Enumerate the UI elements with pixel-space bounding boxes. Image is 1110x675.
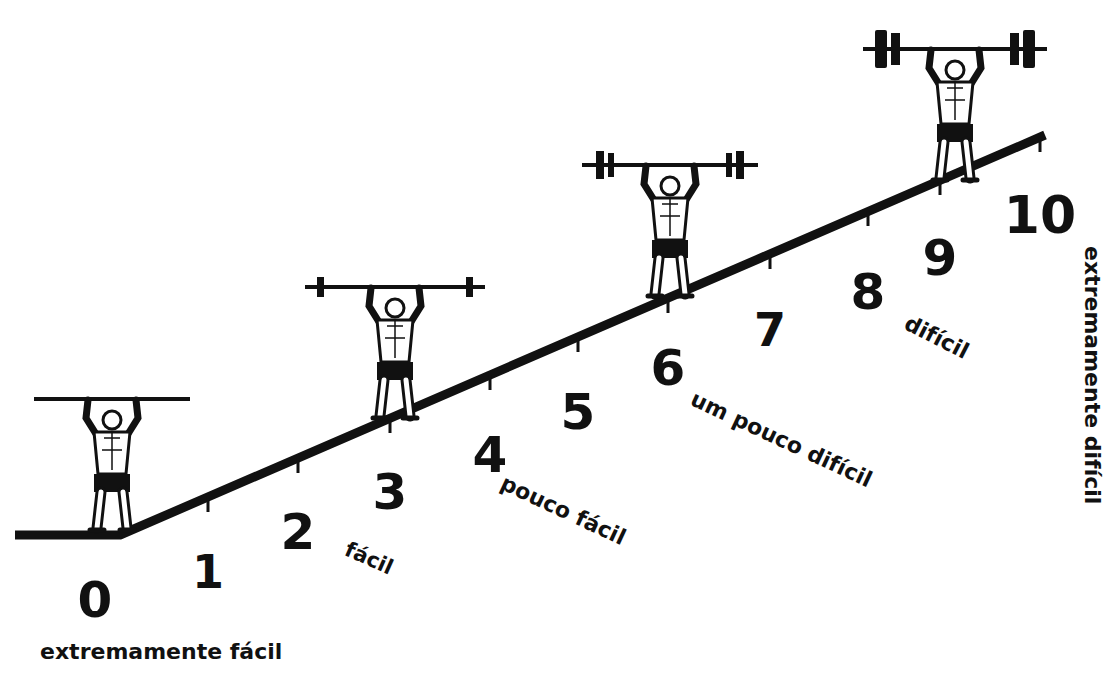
scale-anchor-label: extremamente fácil — [40, 641, 282, 663]
scale-number: 8 — [851, 267, 886, 317]
scale-number: 6 — [651, 343, 686, 393]
scale-line — [15, 135, 1045, 535]
scale-descriptor: pouco fácil — [497, 472, 629, 549]
scale-number: 1 — [192, 549, 224, 595]
scale-number: 2 — [281, 507, 316, 557]
scale-descriptor: difícil — [901, 312, 972, 363]
scale-number: 4 — [473, 430, 508, 480]
lifter-figure — [582, 151, 758, 296]
scale-number: 0 — [78, 575, 113, 625]
scale-number: 5 — [561, 387, 596, 437]
scale-number: 9 — [923, 233, 958, 283]
lifter-figure — [863, 30, 1047, 180]
scale-anchor-label: extremamente difícil — [1081, 246, 1103, 504]
scale-number: 3 — [373, 467, 408, 517]
scale-descriptor: fácil — [342, 538, 396, 578]
scale-number: 10 — [1004, 189, 1076, 241]
scale-descriptor: um pouco difícil — [687, 388, 875, 491]
lifter-figure — [34, 399, 190, 530]
lifter-figure — [305, 277, 485, 418]
scale-number: 7 — [754, 307, 786, 353]
